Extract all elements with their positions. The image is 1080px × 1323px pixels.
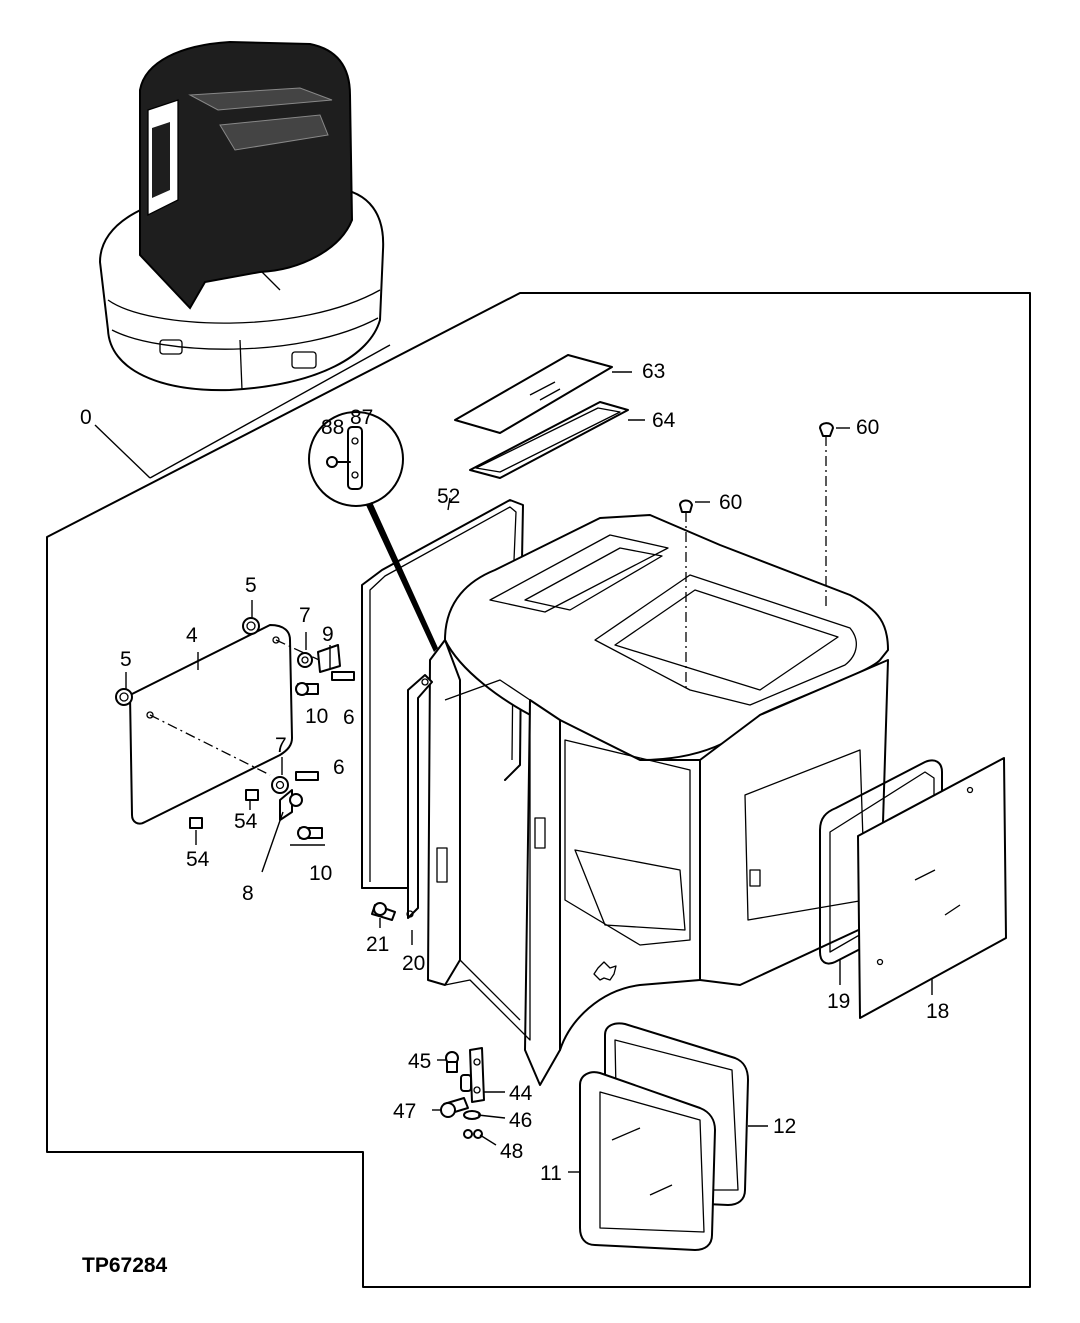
plugs-60 [679,422,834,690]
callout-46: 46 [509,1109,532,1132]
callout-47: 47 [393,1100,416,1123]
callout-88: 88 [321,416,344,439]
callout-60-center: 60 [719,491,742,514]
callout-12: 12 [773,1115,796,1138]
callout-48: 48 [500,1140,523,1163]
machine-overview-illustration [99,40,385,392]
panel-4 [115,617,355,846]
callout-7-lower: 7 [275,734,287,757]
callout-9: 9 [322,623,334,646]
door-window-parts [579,1022,749,1251]
exploded-view-frame [46,292,1031,1288]
callout-5-top: 5 [245,574,257,597]
callout-labels: 0 4 5 5 6 6 7 7 8 9 10 10 11 12 18 19 20… [80,360,949,1185]
figure-reference-id: TP67284 [82,1254,168,1277]
bracket-20 [371,674,433,921]
rear-window-parts [819,757,1007,1019]
callout-4: 4 [186,624,198,647]
callout-6-lower: 6 [333,756,345,779]
callout-44: 44 [509,1082,533,1105]
callout-64: 64 [652,409,676,432]
callout-54-right: 54 [234,810,258,833]
callout-10-upper: 10 [305,705,328,728]
callout-60-right: 60 [856,416,879,439]
callout-6-upper: 6 [343,706,355,729]
callout-18: 18 [926,1000,949,1023]
callout-5-left: 5 [120,648,132,671]
callout-54-left: 54 [186,848,210,871]
roof-window-parts [454,354,629,479]
leader-0 [94,424,151,479]
callout-20: 20 [402,952,425,975]
latch-hardware [440,1047,485,1139]
callout-87: 87 [350,406,373,429]
callout-7-upper: 7 [299,604,311,627]
callout-63: 63 [642,360,665,383]
callout-10-lower: 10 [309,862,332,885]
callout-52: 52 [437,485,460,508]
callout-11: 11 [540,1162,562,1185]
callout-19: 19 [827,990,850,1013]
callout-45: 45 [408,1050,431,1073]
cab-frame [427,514,889,1086]
callout-0: 0 [80,406,92,429]
callout-21: 21 [366,933,389,956]
leader-lines [125,371,933,1173]
hinge-detail-callout [308,411,438,652]
callout-8: 8 [242,882,254,905]
